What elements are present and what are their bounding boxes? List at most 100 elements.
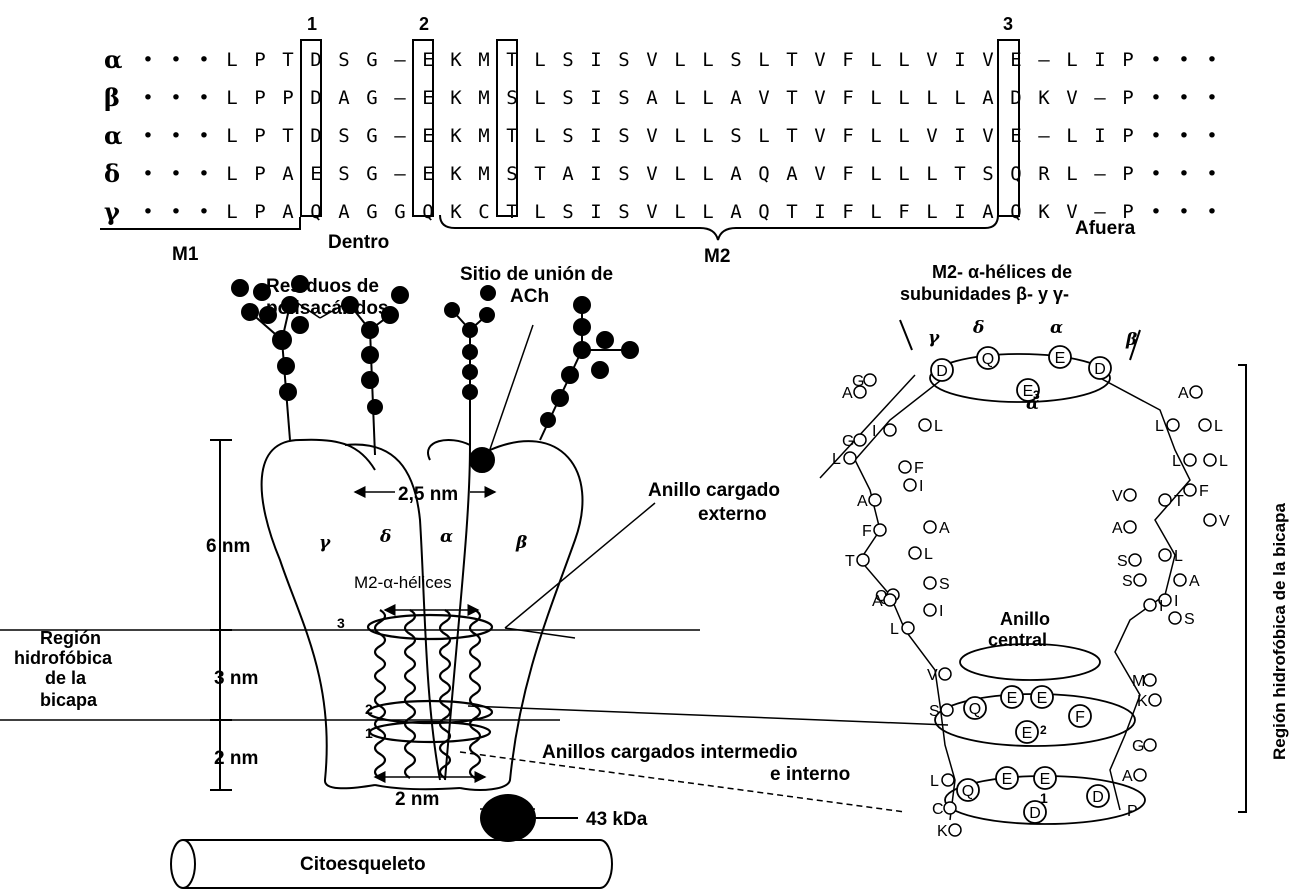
residue-letter: A [1122,768,1133,785]
residue-letter: V [1219,513,1230,530]
residue-node [1149,694,1161,706]
residue: S [338,49,349,71]
helix-mid-number: 2 [1040,723,1047,737]
residue: • [1206,201,1217,223]
residue: • [1150,163,1161,185]
residue: C [478,201,489,223]
residue: V [646,49,657,71]
residue: V [646,163,657,185]
residue-node [884,424,896,436]
dimension-6nm: 6 nm [206,536,250,557]
residue: L [674,201,685,223]
residue: L [534,125,545,147]
residue: S [562,49,573,71]
residue: L [226,163,237,185]
residue: S [562,87,573,109]
pore-width-top: 2,5 nm [398,484,458,505]
residue: M [478,49,489,71]
ring-number-2: 2 [419,14,429,34]
residue-node [1169,612,1181,624]
residue-letter: G [842,433,854,450]
charged-ring-residues: DQEEDQEEEFQEEDDP [931,346,1138,823]
residue-letter: F [1199,483,1209,500]
pore-width-bottom: 2 nm [395,789,439,810]
kda-label: 43 kDa [586,809,648,830]
charged-residue-letter: F [1075,709,1085,726]
residue: • [1178,163,1189,185]
helix-beta-label: β [1125,330,1137,350]
residue: G [366,201,377,223]
residue: L [702,87,713,109]
highlight-boxes [301,40,1019,216]
helix-residues: AILFTQLVSLCKGGAALFIALSIALLVASSMKGALLFTVL… [832,373,1230,840]
residue: – [1038,49,1050,71]
residue: E [1010,125,1021,147]
residue: S [730,125,741,147]
residue: I [590,49,601,71]
residue-node [941,704,953,716]
ach-binding-site-dot [470,448,494,472]
charged-residue-letter: E [1023,383,1034,400]
helix-delta-label: δ [972,318,984,338]
residue: G [366,125,377,147]
outer-ring-label: Anillo cargado externo [648,480,785,525]
residue: T [282,125,293,147]
residue: I [1094,49,1105,71]
residue: A [338,87,350,109]
residue: A [786,163,798,185]
helix-bottom-number: 1 [1040,790,1048,806]
residue: L [1066,49,1077,71]
residue: – [394,49,406,71]
dimension-3nm: 3 nm [214,668,258,689]
residue: • [1206,125,1217,147]
charged-residue-letter: E [1022,725,1033,742]
residue: • [170,87,181,109]
residue: I [954,49,965,71]
residue: T [534,163,545,185]
ring-number-1: 1 [307,14,317,34]
m2-label: M2 [704,246,730,267]
residue-node [1199,419,1211,431]
residue: L [1066,125,1077,147]
charged-residue-letter: D [1094,361,1106,378]
residue-node [904,479,916,491]
dimension-bar [210,440,232,790]
residue-letter: L [924,546,933,563]
residue: A [982,201,994,223]
residue: A [982,87,994,109]
residue: G [366,49,377,71]
residue: A [730,163,742,185]
residue: L [226,49,237,71]
residue: I [590,87,601,109]
residue-node [1124,489,1136,501]
residue-node [939,668,951,680]
residue-letter: L [934,418,943,435]
residue: S [618,87,629,109]
residue: • [198,201,209,223]
residue: • [1206,163,1217,185]
residue: S [562,125,573,147]
residue: Q [1010,201,1021,223]
residue-letter: I [1174,593,1178,610]
residue-node [924,604,936,616]
residue: • [1150,125,1161,147]
residue-node [924,577,936,589]
residue: L [870,201,881,223]
residue: P [254,163,265,185]
m1-label: M1 [172,244,199,265]
residue-node [1134,574,1146,586]
residue: I [590,125,601,147]
residue: S [562,201,573,223]
residue-letter: F [914,460,924,477]
residue: D [1010,87,1021,109]
residue: – [394,87,406,109]
residue: V [814,49,825,71]
residue: F [842,87,853,109]
ring-number-3: 3 [1003,14,1013,34]
residue: • [1178,87,1189,109]
residue-node [874,524,886,536]
residue: K [450,87,462,109]
residue: P [254,201,265,223]
residue: • [198,163,209,185]
residue-letter: L [890,621,899,638]
